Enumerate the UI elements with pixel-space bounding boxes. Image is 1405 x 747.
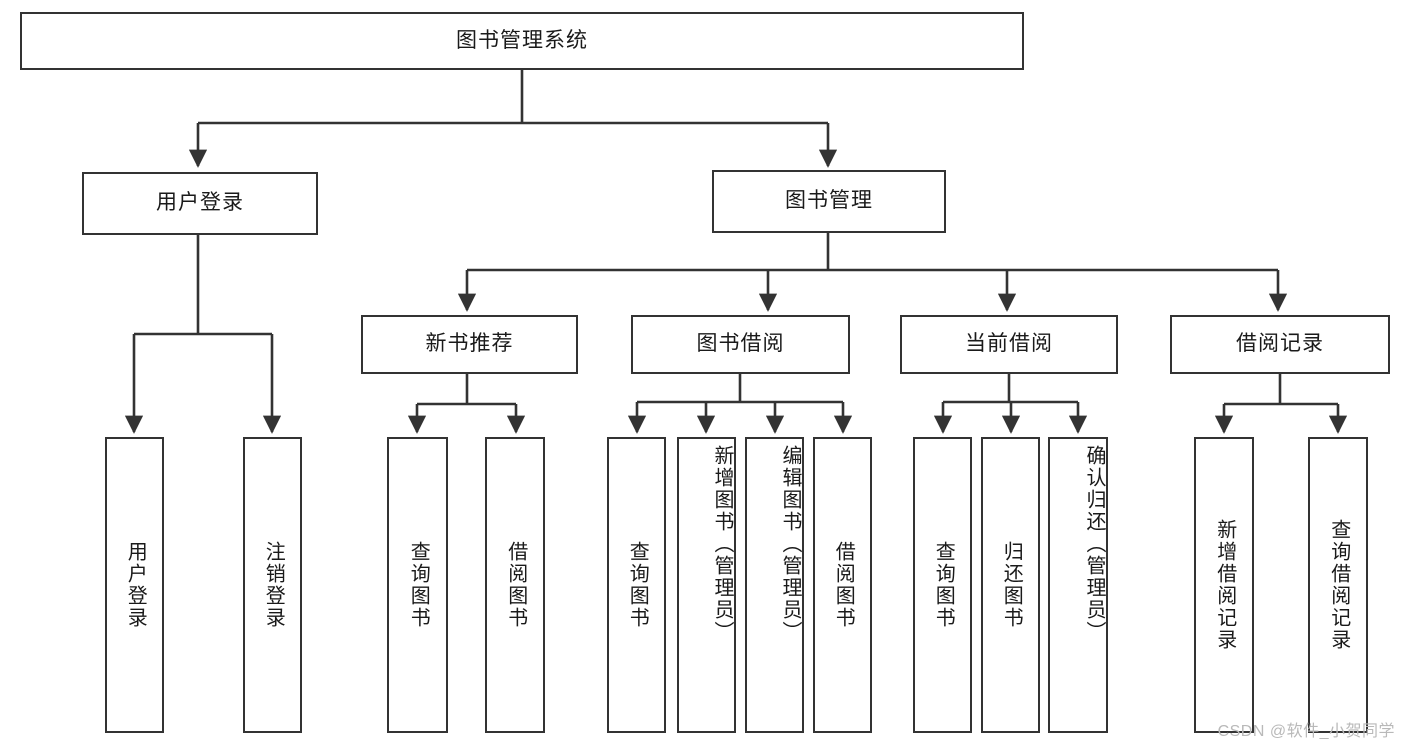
leaf-borrow-book-2[interactable]: 借阅图书 [813, 437, 872, 733]
node-current-borrow-label: 当前借阅 [965, 332, 1053, 356]
leaf-query-record-label: 查询借阅记录 [1327, 519, 1350, 651]
watermark: CSDN @软件_小贺同学 [1217, 723, 1395, 740]
leaf-query-book-2-label: 查询图书 [626, 541, 649, 629]
leaf-query-book-1-label: 查询图书 [407, 541, 430, 629]
leaf-query-book-2[interactable]: 查询图书 [607, 437, 666, 733]
leaf-query-record[interactable]: 查询借阅记录 [1308, 437, 1368, 733]
leaf-logout[interactable]: 注销登录 [243, 437, 302, 733]
node-borrow-record[interactable]: 借阅记录 [1170, 315, 1390, 374]
node-new-book-rec[interactable]: 新书推荐 [361, 315, 578, 374]
leaf-edit-book-label: 编辑图书（管理员） [779, 445, 801, 643]
node-root-label: 图书管理系统 [456, 28, 588, 52]
leaf-query-book-3[interactable]: 查询图书 [913, 437, 972, 733]
leaf-add-book-label: 新增图书（管理员） [711, 445, 733, 643]
leaf-edit-book[interactable]: 编辑图书（管理员） [745, 437, 804, 733]
leaf-query-book-1[interactable]: 查询图书 [387, 437, 448, 733]
node-book-borrow[interactable]: 图书借阅 [631, 315, 850, 374]
leaf-borrow-book-2-label: 借阅图书 [832, 541, 855, 629]
leaf-return-book[interactable]: 归还图书 [981, 437, 1040, 733]
leaf-confirm-return[interactable]: 确认归还（管理员） [1048, 437, 1108, 733]
leaf-add-record-label: 新增借阅记录 [1213, 519, 1236, 651]
leaf-query-book-3-label: 查询图书 [932, 541, 955, 629]
leaf-borrow-book-1-label: 借阅图书 [504, 541, 527, 629]
node-root[interactable]: 图书管理系统 [20, 12, 1024, 70]
node-book-manage[interactable]: 图书管理 [712, 170, 946, 233]
node-user-login[interactable]: 用户登录 [82, 172, 318, 235]
leaf-logout-label: 注销登录 [262, 541, 285, 629]
node-new-book-rec-label: 新书推荐 [425, 332, 514, 356]
node-current-borrow[interactable]: 当前借阅 [900, 315, 1118, 374]
leaf-add-book[interactable]: 新增图书（管理员） [677, 437, 736, 733]
leaf-confirm-return-label: 确认归还（管理员） [1083, 445, 1105, 643]
node-book-manage-label: 图书管理 [785, 189, 873, 213]
node-borrow-record-label: 借阅记录 [1236, 332, 1324, 356]
node-book-borrow-label: 图书借阅 [696, 332, 785, 356]
leaf-user-login-label: 用户登录 [124, 541, 147, 629]
leaf-add-record[interactable]: 新增借阅记录 [1194, 437, 1254, 733]
leaf-user-login[interactable]: 用户登录 [105, 437, 164, 733]
node-user-login-label: 用户登录 [156, 191, 244, 215]
leaf-return-book-label: 归还图书 [1000, 541, 1023, 629]
leaf-borrow-book-1[interactable]: 借阅图书 [485, 437, 545, 733]
